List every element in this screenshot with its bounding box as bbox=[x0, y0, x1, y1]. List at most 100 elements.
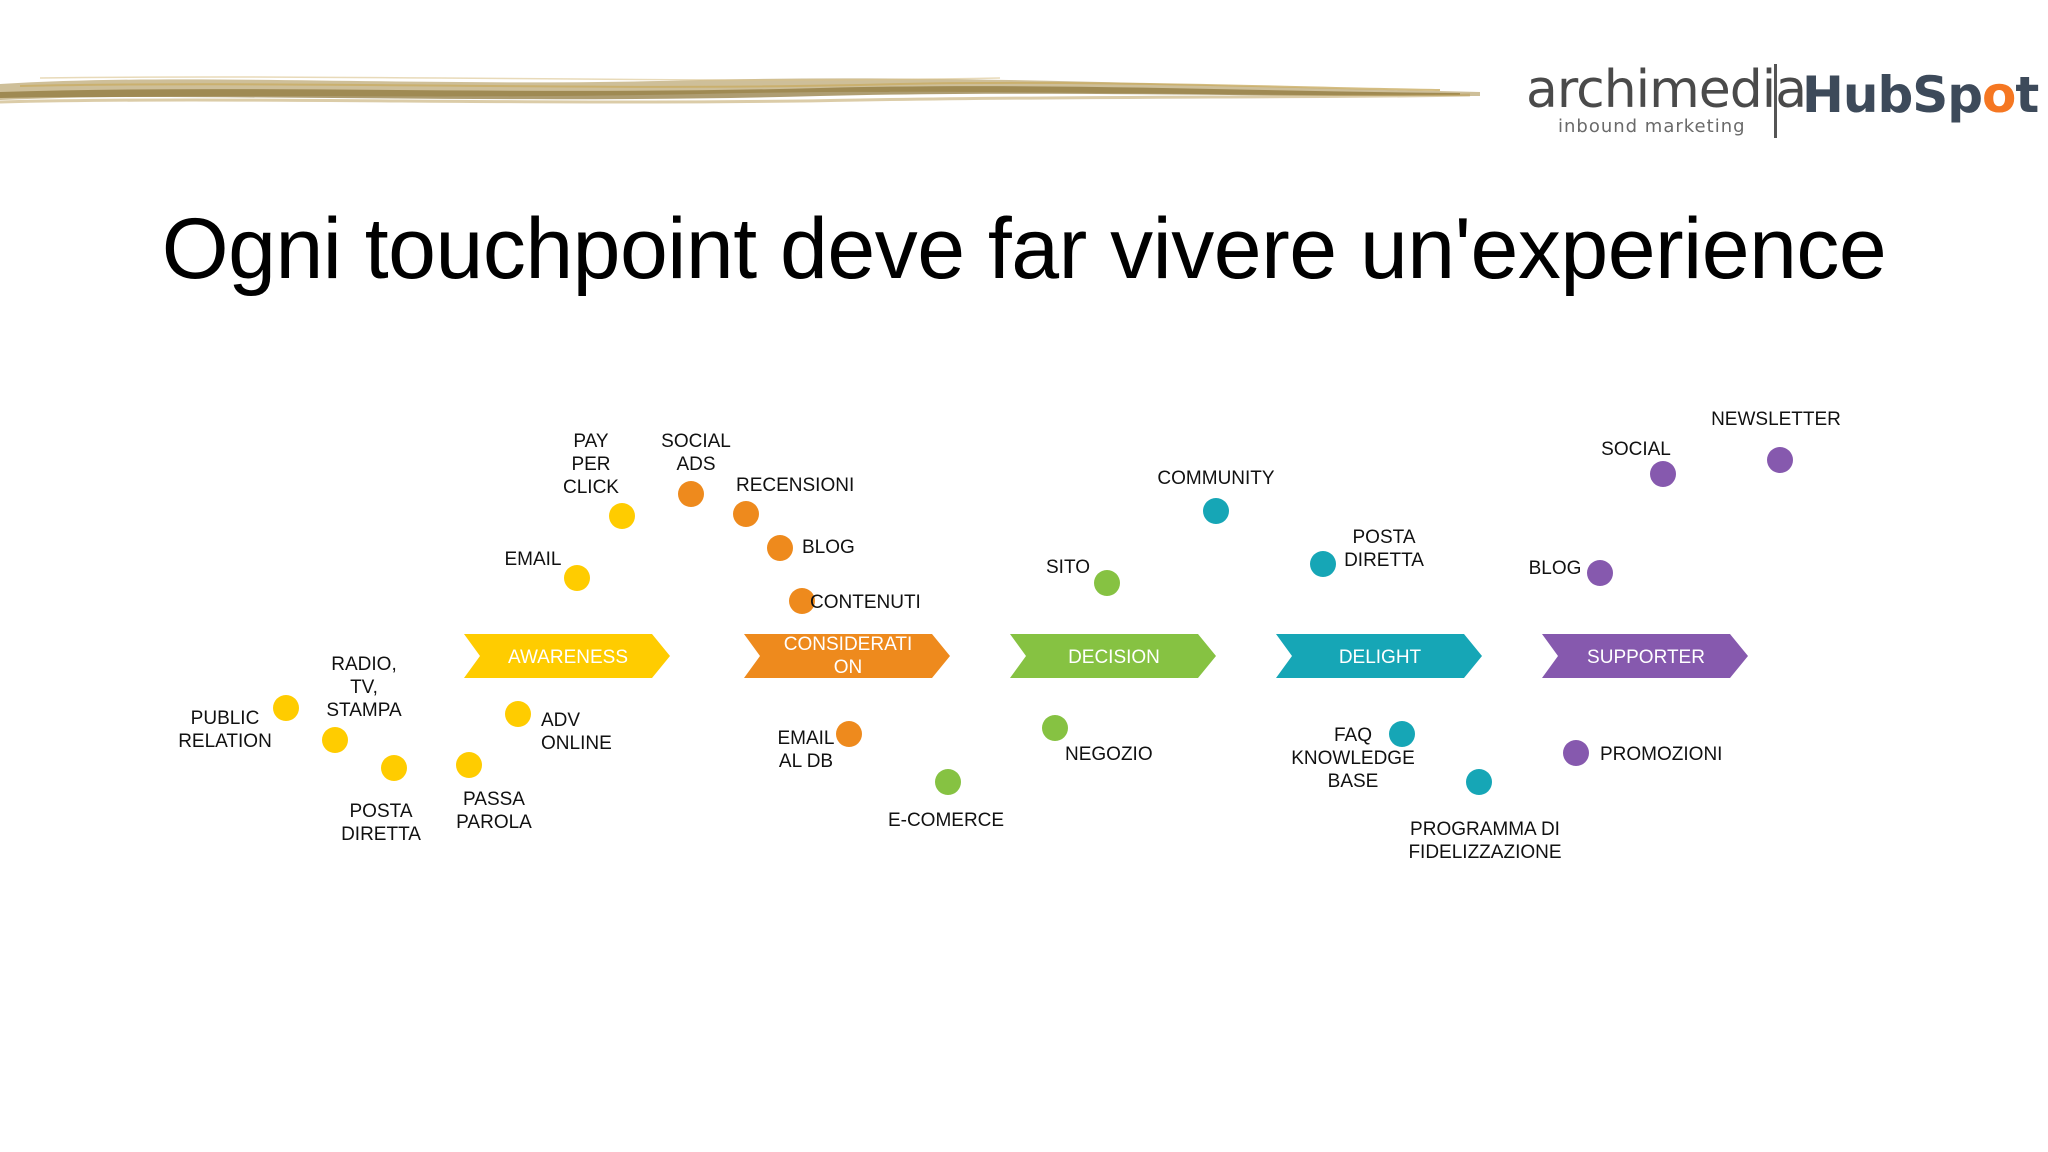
touchpoint-label-radio-tv-stampa: RADIO, bbox=[331, 654, 396, 675]
touchpoint-label-pay-per-click: PAY bbox=[573, 431, 609, 452]
touchpoint-label-contenuti: CONTENUTI bbox=[810, 592, 921, 613]
touchpoint-label-posta-diretta-awareness: DIRETTA bbox=[341, 824, 421, 845]
stage-delight: DELIGHT bbox=[1276, 634, 1482, 678]
stage-label-supporter: SUPPORTER bbox=[1587, 647, 1705, 668]
touchpoint-label-e-comerce: E-COMERCE bbox=[888, 810, 1004, 831]
touchpoint-social-supporter: SOCIAL bbox=[1601, 439, 1676, 487]
stage-arrow-awareness bbox=[464, 634, 670, 678]
touchpoint-label-faq-knowledge-base: FAQ bbox=[1334, 725, 1372, 746]
touchpoint-label-public-relation: PUBLIC bbox=[191, 708, 260, 729]
stage-label-awareness: AWARENESS bbox=[508, 647, 628, 668]
touchpoint-label-negozio: NEGOZIO bbox=[1065, 744, 1153, 765]
touchpoint-label-community: COMMUNITY bbox=[1157, 468, 1274, 489]
touchpoint-label-radio-tv-stampa: TV, bbox=[350, 677, 378, 698]
touchpoint-label-sito: SITO bbox=[1046, 557, 1090, 578]
stage-label-consideration: ON bbox=[834, 657, 863, 678]
touchpoint-label-radio-tv-stampa: STAMPA bbox=[326, 700, 402, 721]
stage-decision: DECISION bbox=[1010, 634, 1216, 678]
touchpoint-label-passa-parola: PASSA bbox=[463, 789, 525, 810]
touchpoint-dot-posta-diretta-delight bbox=[1310, 551, 1336, 577]
touchpoint-dot-public-relation bbox=[273, 695, 299, 721]
archimedia-tagline: inbound marketing bbox=[1558, 116, 1746, 137]
stage-label-consideration: CONSIDERATI bbox=[784, 634, 912, 655]
touchpoint-dot-pay-per-click bbox=[609, 503, 635, 529]
touchpoint-dot-faq-knowledge-base bbox=[1389, 721, 1415, 747]
touchpoint-label-passa-parola: PAROLA bbox=[456, 812, 532, 833]
touchpoint-dot-adv-online bbox=[505, 701, 531, 727]
touchpoint-newsletter: NEWSLETTER bbox=[1711, 409, 1841, 473]
touchpoint-dot-promozioni bbox=[1563, 740, 1589, 766]
touchpoint-dot-sito bbox=[1094, 570, 1120, 596]
touchpoint-dot-contenuti bbox=[789, 588, 815, 614]
touchpoint-label-blog-consideration: BLOG bbox=[802, 537, 855, 558]
gold-brush-stroke bbox=[0, 76, 1480, 104]
touchpoint-label-social-supporter: SOCIAL bbox=[1601, 439, 1671, 460]
hubspot-logo-suffix: t bbox=[2015, 66, 2039, 124]
touchpoint-contenuti: CONTENUTI bbox=[789, 588, 921, 614]
touchpoint-dot-email bbox=[564, 565, 590, 591]
touchpoint-promozioni: PROMOZIONI bbox=[1563, 740, 1722, 766]
touchpoint-label-programma-di-fidelizzazione: PROGRAMMA DI bbox=[1410, 819, 1560, 840]
touchpoint-dot-email-al-db bbox=[836, 721, 862, 747]
touchpoint-blog-consideration: BLOG bbox=[767, 535, 855, 561]
touchpoint-label-pay-per-click: PER bbox=[571, 454, 610, 475]
stage-supporter: SUPPORTER bbox=[1542, 634, 1748, 678]
touchpoint-negozio: NEGOZIO bbox=[1042, 715, 1153, 765]
touchpoint-dot-blog-consideration bbox=[767, 535, 793, 561]
touchpoint-dot-passa-parola bbox=[456, 752, 482, 778]
touchpoint-e-comerce: E-COMERCE bbox=[888, 769, 1004, 831]
touchpoint-dot-social-supporter bbox=[1650, 461, 1676, 487]
touchpoint-label-faq-knowledge-base: KNOWLEDGE bbox=[1291, 748, 1415, 769]
touchpoint-label-public-relation: RELATION bbox=[178, 731, 272, 752]
touchpoint-label-email-al-db: EMAIL bbox=[777, 728, 834, 749]
touchpoint-blog-supporter: BLOG bbox=[1529, 558, 1613, 586]
touchpoint-email: EMAIL bbox=[504, 549, 590, 591]
touchpoint-dot-recensioni bbox=[733, 501, 759, 527]
hubspot-logo-prefix: HubSp bbox=[1802, 66, 1983, 124]
stage-awareness: AWARENESS bbox=[464, 634, 670, 678]
touchpoint-dot-e-comerce bbox=[935, 769, 961, 795]
touchpoint-label-faq-knowledge-base: BASE bbox=[1328, 771, 1379, 792]
stage-arrow-delight bbox=[1276, 634, 1482, 678]
touchpoint-label-social-ads: SOCIAL bbox=[661, 431, 731, 452]
touchpoint-label-social-ads: ADS bbox=[676, 454, 715, 475]
touchpoint-recensioni: RECENSIONI bbox=[733, 475, 854, 527]
stage-arrow-supporter bbox=[1542, 634, 1748, 678]
touchpoint-dot-posta-diretta-awareness bbox=[381, 755, 407, 781]
touchpoint-label-promozioni: PROMOZIONI bbox=[1600, 744, 1722, 765]
touchpoint-label-programma-di-fidelizzazione: FIDELIZZAZIONE bbox=[1408, 842, 1561, 863]
touchpoint-dot-community bbox=[1203, 498, 1229, 524]
hubspot-sprocket: o bbox=[1982, 66, 2016, 124]
slide-title: Ogni touchpoint deve far vivere un'exper… bbox=[161, 201, 1887, 297]
touchpoint-dot-newsletter bbox=[1767, 447, 1793, 473]
touchpoint-community: COMMUNITY bbox=[1157, 468, 1275, 524]
touchpoint-label-pay-per-click: CLICK bbox=[563, 477, 619, 498]
touchpoint-label-adv-online: ADV bbox=[541, 710, 580, 731]
touchpoint-dot-programma-di-fidelizzazione bbox=[1466, 769, 1492, 795]
touchpoint-radio-tv-stampa: RADIO,TV,STAMPA bbox=[322, 654, 402, 753]
touchpoint-label-posta-diretta-delight: DIRETTA bbox=[1344, 550, 1424, 571]
touchpoint-label-posta-diretta-awareness: POSTA bbox=[350, 801, 413, 822]
stage-label-delight: DELIGHT bbox=[1339, 647, 1422, 668]
touchpoint-dot-radio-tv-stampa bbox=[322, 727, 348, 753]
touchpoint-label-email-al-db: AL DB bbox=[779, 751, 833, 772]
touchpoint-label-recensioni: RECENSIONI bbox=[736, 475, 854, 496]
logo-divider bbox=[1774, 64, 1777, 138]
touchpoint-dot-blog-supporter bbox=[1587, 560, 1613, 586]
touchpoint-label-newsletter: NEWSLETTER bbox=[1711, 409, 1841, 430]
logo-area: archimedia inbound marketing HubSpot bbox=[1510, 58, 2039, 148]
stage-arrow-consideration bbox=[744, 634, 950, 678]
touchpoint-label-email: EMAIL bbox=[504, 549, 561, 570]
